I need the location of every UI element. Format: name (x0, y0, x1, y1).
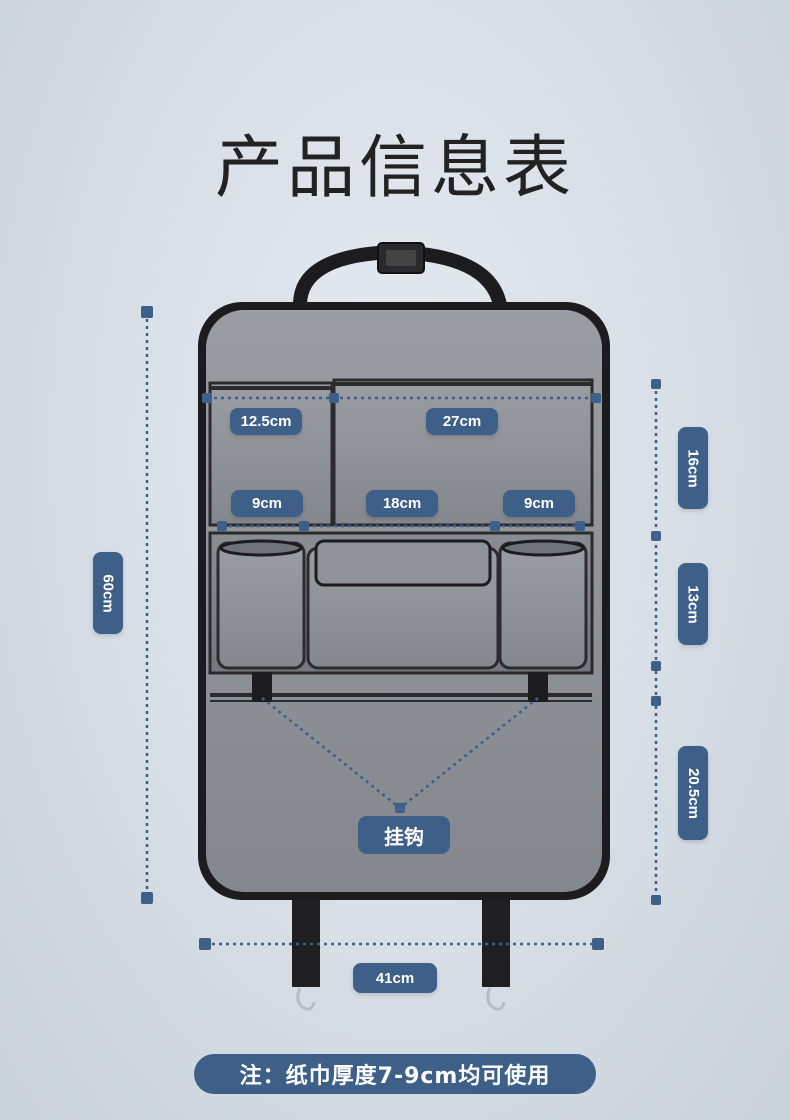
dimension-markers (141, 306, 661, 950)
dimension-label-mid-center: 18cm (366, 490, 438, 517)
page-title: 产品信息表 (214, 129, 575, 208)
dimension-label-right-top: 16cm (678, 427, 708, 509)
dimension-label-right-mid: 13cm (678, 563, 708, 645)
dimension-label-width: 41cm (353, 963, 437, 993)
bottom-straps (292, 895, 510, 1011)
tissue-note: 注：纸巾厚度7-9cm均可使用 (194, 1054, 596, 1094)
dimension-label-mid-left: 9cm (231, 490, 303, 517)
dimension-label-top-right: 27cm (426, 408, 498, 435)
organizer-body (198, 302, 610, 900)
dimension-lines (145, 312, 658, 946)
dimension-label-height: 60cm (93, 552, 123, 634)
handle-strap (293, 242, 507, 307)
hook-label: 挂钩 (358, 816, 450, 854)
dimension-label-right-bottom: 20.5cm (678, 746, 708, 840)
dimension-label-mid-right: 9cm (503, 490, 575, 517)
dimension-label-top-left: 12.5cm (230, 408, 302, 435)
